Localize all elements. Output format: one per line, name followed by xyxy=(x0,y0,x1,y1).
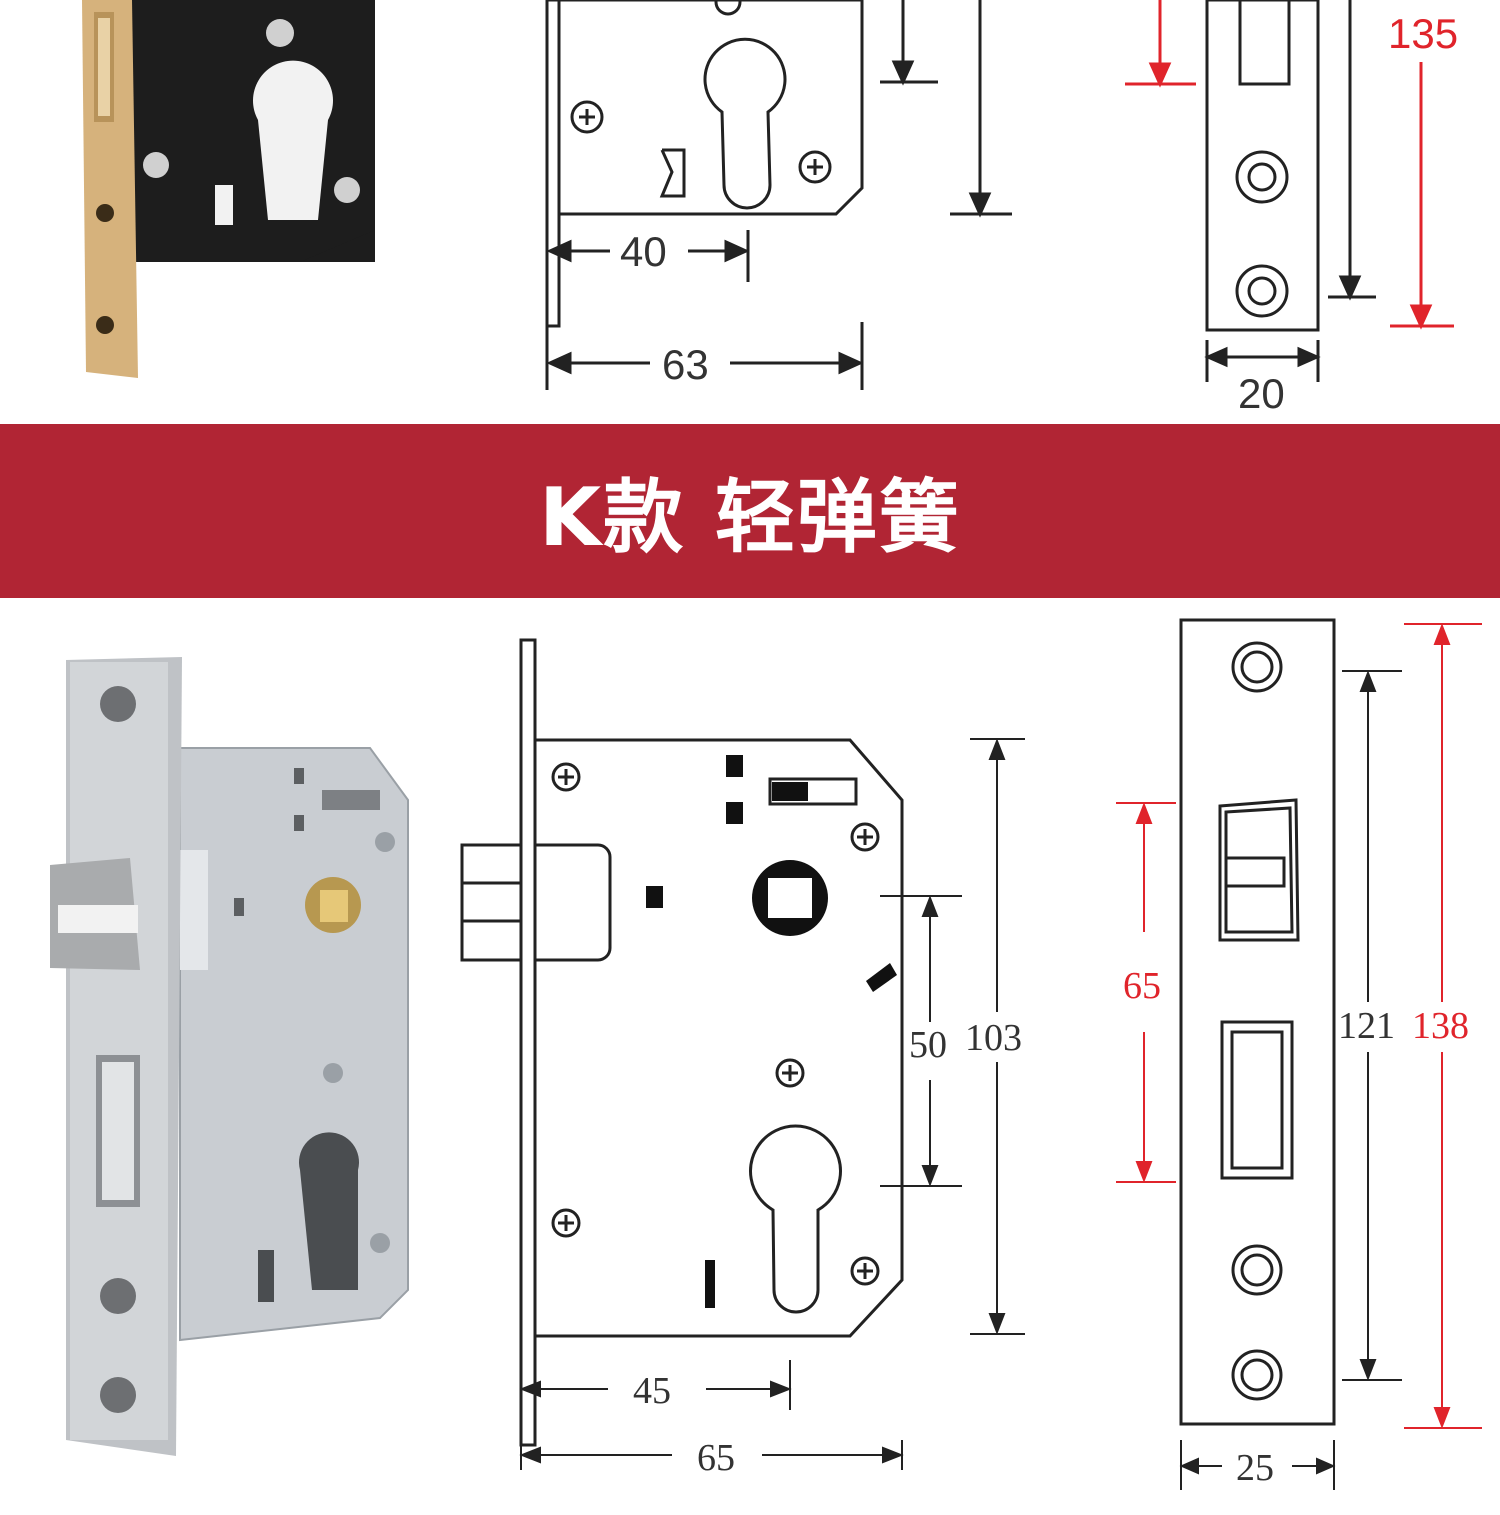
bottom-dim-138: 138 xyxy=(1412,1005,1469,1047)
bottom-dim-103: 103 xyxy=(965,1017,1022,1059)
top-dim-40: 40 xyxy=(620,228,667,275)
bottom-dim-65-depth: 65 xyxy=(697,1437,735,1479)
top-section: 40 63 135 20 xyxy=(82,0,1458,417)
top-dim-63: 63 xyxy=(662,341,709,388)
top-faceplate-drawing xyxy=(1205,0,1320,332)
top-dim-135: 135 xyxy=(1388,10,1458,57)
bottom-lock-photo xyxy=(50,657,409,1456)
bottom-dim-121: 121 xyxy=(1338,1005,1395,1047)
bottom-red-dimension-lines xyxy=(1116,623,1482,1429)
bottom-section: 45 65 50 103 65 121 138 25 xyxy=(50,618,1482,1490)
banner-title: K款 轻弹簧 xyxy=(539,471,961,564)
bottom-lock-drawing xyxy=(460,638,904,1447)
bottom-dim-50: 50 xyxy=(909,1024,947,1066)
top-lock-drawing xyxy=(545,0,864,328)
top-dimension-lines xyxy=(545,0,1376,390)
bottom-dim-45: 45 xyxy=(633,1370,671,1412)
bottom-drawing-solid-marks xyxy=(646,755,897,1308)
bottom-dim-65-span: 65 xyxy=(1123,965,1161,1007)
top-red-dimension-lines xyxy=(1125,0,1454,330)
bottom-dimension-lines xyxy=(519,670,1402,1490)
section-banner: K款 轻弹簧 xyxy=(0,424,1500,598)
bottom-dim-25: 25 xyxy=(1236,1447,1274,1489)
top-lock-photo xyxy=(82,0,375,378)
bottom-faceplate-drawing xyxy=(1179,618,1336,1426)
top-dim-20: 20 xyxy=(1238,370,1285,417)
